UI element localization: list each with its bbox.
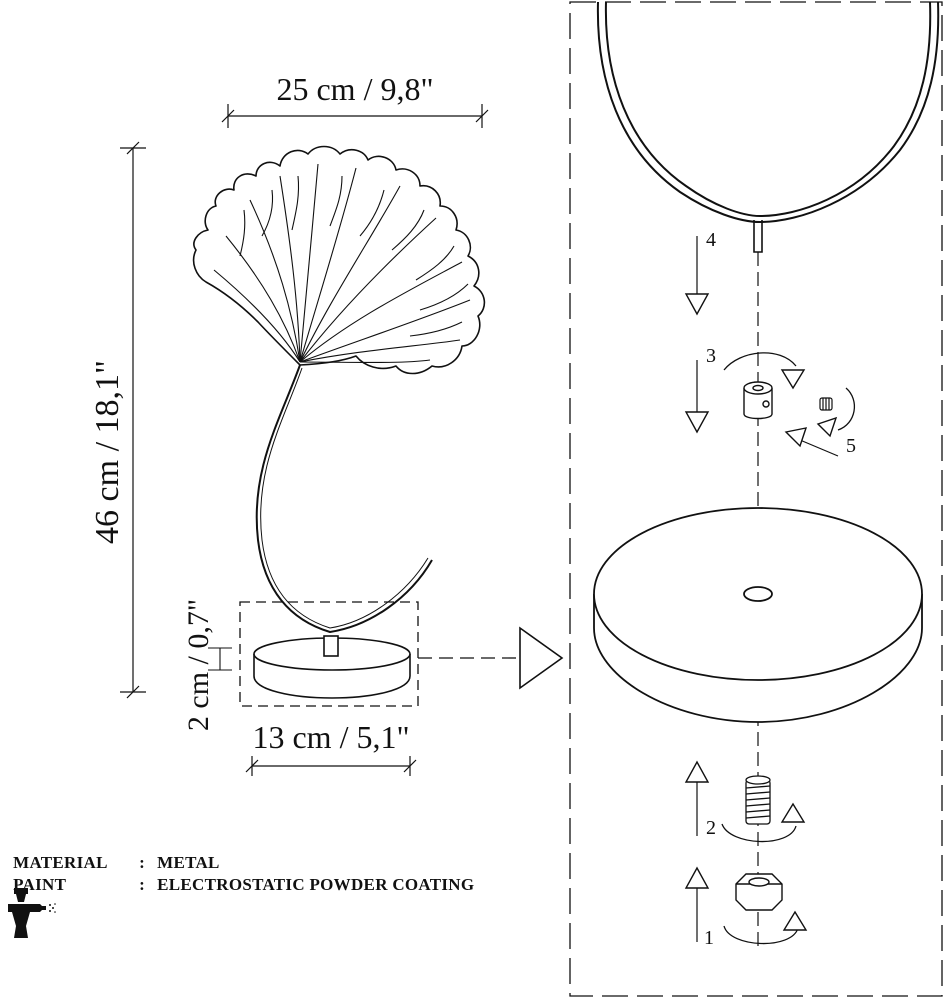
base-diameter-label: 13 cm / 5,1" xyxy=(252,719,409,755)
ginkgo-leaf xyxy=(192,145,486,633)
base-disc xyxy=(593,507,923,723)
spec-paint-value: ELECTROSTATIC POWDER COATING xyxy=(157,875,475,894)
step-3-label: 3 xyxy=(706,345,716,367)
step-4-label: 4 xyxy=(706,229,716,251)
width-label: 25 cm / 9,8" xyxy=(276,71,433,107)
step-1-label: 1 xyxy=(704,927,714,949)
step-2-label: 2 xyxy=(706,817,716,839)
step-2: 2 xyxy=(684,760,806,843)
base-height-dimension: 2 cm / 0,7" xyxy=(182,599,232,731)
collar-nut xyxy=(743,381,773,420)
spec-material-value: METAL xyxy=(157,853,220,872)
spray-gun-icon xyxy=(8,888,56,938)
step-5-label: 5 xyxy=(846,435,856,457)
spec-material: MATERIAL: METAL xyxy=(4,833,220,873)
spec-paint: PAINT:ELECTROSTATIC POWDER COATING xyxy=(4,855,474,895)
small-base xyxy=(253,635,411,699)
base-height-label: 2 cm / 0,7" xyxy=(182,599,215,731)
step-5: 5 xyxy=(784,387,856,457)
set-screw xyxy=(819,397,833,411)
step-4: 4 xyxy=(684,229,716,316)
spec-paint-separator: : xyxy=(139,875,146,894)
height-label: 46 cm / 18,1" xyxy=(89,360,126,544)
callout-arrow xyxy=(418,626,564,690)
step-1: 1 xyxy=(684,866,808,949)
hex-nut xyxy=(735,873,783,911)
spec-material-separator: : xyxy=(139,853,146,872)
height-dimension: 46 cm / 18,1" xyxy=(89,141,146,699)
threaded-rod xyxy=(745,775,771,825)
detail-callout-box xyxy=(239,601,419,707)
leaf-stem-part xyxy=(596,1,940,253)
spec-material-label: MATERIAL xyxy=(13,853,108,872)
width-dimension: 25 cm / 9,8" xyxy=(221,71,489,128)
exploded-view-panel xyxy=(569,1,943,997)
step-3: 3 xyxy=(684,345,806,434)
base-diameter-dimension: 13 cm / 5,1" xyxy=(245,719,417,776)
